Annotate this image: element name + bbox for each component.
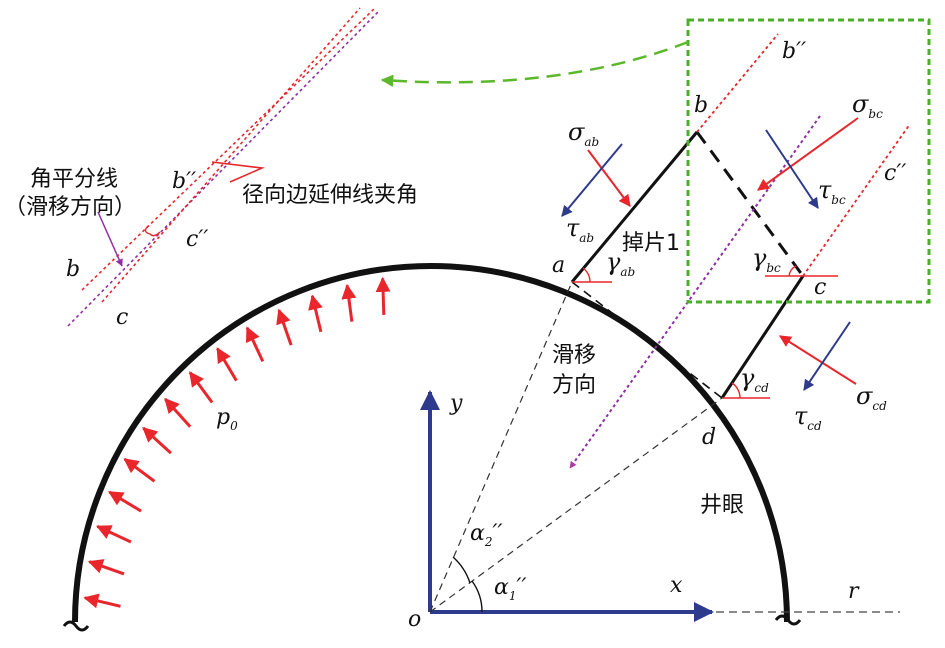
tau-ab-label: τab xyxy=(566,214,594,245)
tau-cd-label: τcd xyxy=(794,402,822,433)
pressure-arrow xyxy=(142,426,172,455)
tau-cd-arrow xyxy=(803,321,851,391)
sigma-ab-arrow xyxy=(587,149,631,207)
radial-line-a xyxy=(429,281,573,613)
pressure-arrow xyxy=(245,326,265,363)
point-a-label: a xyxy=(552,253,565,278)
inset-radial-angle-label: 径向边延伸线夹角 xyxy=(242,183,418,208)
c-dprime-label: c′′ xyxy=(884,161,906,186)
inset-bisector-bracket xyxy=(144,225,161,237)
alpha1-label: α1′′ xyxy=(494,575,527,603)
tau-bc-label: τbc xyxy=(818,176,846,207)
block-label: 掉片1 xyxy=(622,231,680,256)
gamma-cd-arc xyxy=(731,382,741,399)
inset-bisector-label-2: （滑移方向） xyxy=(4,195,136,220)
inset-bisector-pointer xyxy=(97,211,123,267)
point-c-label: c xyxy=(814,275,826,300)
pressure-arrow xyxy=(375,276,391,315)
inset-c-label: c xyxy=(116,305,128,330)
gamma-bc-label: γbc xyxy=(752,244,781,275)
pressure-arrow xyxy=(308,294,323,333)
slip-direction-line xyxy=(569,115,821,469)
gamma-ab-label: γab xyxy=(606,248,635,279)
zoom-pointer-arrow xyxy=(380,40,689,87)
inset-b-line xyxy=(81,7,376,291)
b-dprime-label: b′′ xyxy=(782,39,806,64)
point-b-label: b xyxy=(694,93,708,118)
sigma-ab-label: σab xyxy=(568,118,599,149)
tau-bc-arrow xyxy=(765,129,819,209)
pressure-arrow xyxy=(123,457,156,483)
p0-label: p0 xyxy=(216,405,238,433)
sigma-bc-arrow xyxy=(757,117,859,191)
zoom-highlight-box xyxy=(686,18,931,304)
inset-c-line xyxy=(101,7,361,303)
c-dprime-extension xyxy=(802,123,911,277)
pressure-arrows xyxy=(83,276,391,609)
block-outline-cd xyxy=(720,275,805,399)
pressure-arrow xyxy=(276,308,293,346)
pressure-arrow xyxy=(188,371,214,404)
inset-angle-marker xyxy=(211,161,266,183)
block-edge-bc-dashed xyxy=(695,131,805,277)
wall-break-left xyxy=(62,620,90,632)
point-d-label: d xyxy=(702,425,716,450)
block-outline xyxy=(570,131,699,283)
pressure-arrow xyxy=(87,559,125,576)
alpha2-label: α2′′ xyxy=(470,521,503,549)
gamma-bc-arc xyxy=(788,265,797,277)
sigma-bc-label: σbc xyxy=(852,90,883,121)
tau-ab-arrow xyxy=(561,143,623,217)
gamma-ab-arc xyxy=(582,267,591,283)
pressure-arrow xyxy=(164,397,192,428)
alpha2-arc xyxy=(452,556,471,584)
r-label: r xyxy=(848,579,860,604)
wellbore-label: 井眼 xyxy=(700,493,744,518)
gamma-cd-label: γcd xyxy=(740,364,769,395)
origin-label: o xyxy=(408,607,421,632)
pressure-arrow xyxy=(108,490,142,513)
pressure-arrow xyxy=(96,525,132,544)
inset-b-label: b xyxy=(66,257,80,282)
inset-bisector-label-1: 角平分线 xyxy=(30,167,118,192)
alpha1-arc xyxy=(471,580,483,613)
radial-line-d xyxy=(429,397,723,613)
inset-c-dprime-label: c′′ xyxy=(186,227,208,252)
sigma-cd-arrow xyxy=(778,335,857,385)
x-axis-label: x xyxy=(670,573,683,598)
wall-break-right xyxy=(774,614,802,626)
pressure-arrow xyxy=(341,283,357,322)
y-axis-label: y xyxy=(449,391,463,416)
pressure-arrow xyxy=(83,593,121,609)
wellbore-wall xyxy=(72,263,790,623)
sigma-cd-label: σcd xyxy=(856,382,887,413)
inset-bisector-line xyxy=(67,11,379,327)
slip-direction-label-2: 方向 xyxy=(552,373,596,398)
chord-ad xyxy=(571,281,723,399)
pressure-arrow xyxy=(216,347,238,382)
slip-direction-label-1: 滑移 xyxy=(552,343,596,368)
inset-b-dprime-label: b′′ xyxy=(172,169,196,194)
b-dprime-extension xyxy=(696,33,779,133)
